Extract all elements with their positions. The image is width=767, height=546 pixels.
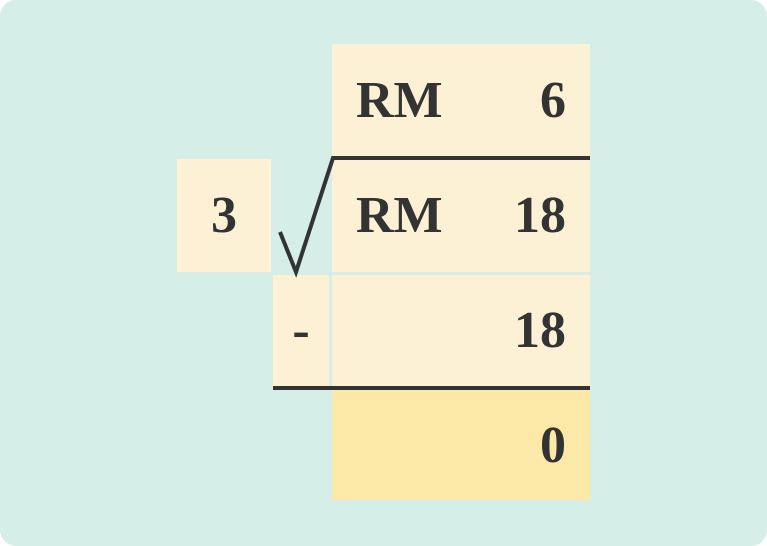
dividend-cell: RM 18 — [332, 159, 590, 272]
dividend-currency: RM — [356, 187, 443, 244]
quotient-value: 6 — [540, 72, 566, 129]
product-value: 18 — [514, 302, 566, 359]
remainder-cell: 0 — [332, 390, 590, 500]
minus-cell: - — [273, 275, 329, 386]
remainder-value: 0 — [540, 416, 566, 474]
product-cell: 18 — [332, 275, 590, 386]
quotient-cell: RM 6 — [332, 44, 590, 157]
divisor-cell: 3 — [177, 159, 271, 272]
dividend-value: 18 — [514, 187, 566, 244]
divisor-value: 3 — [211, 187, 237, 244]
minus-sign: - — [292, 302, 310, 359]
quotient-currency: RM — [356, 72, 443, 129]
division-bracket-icon — [278, 156, 590, 278]
